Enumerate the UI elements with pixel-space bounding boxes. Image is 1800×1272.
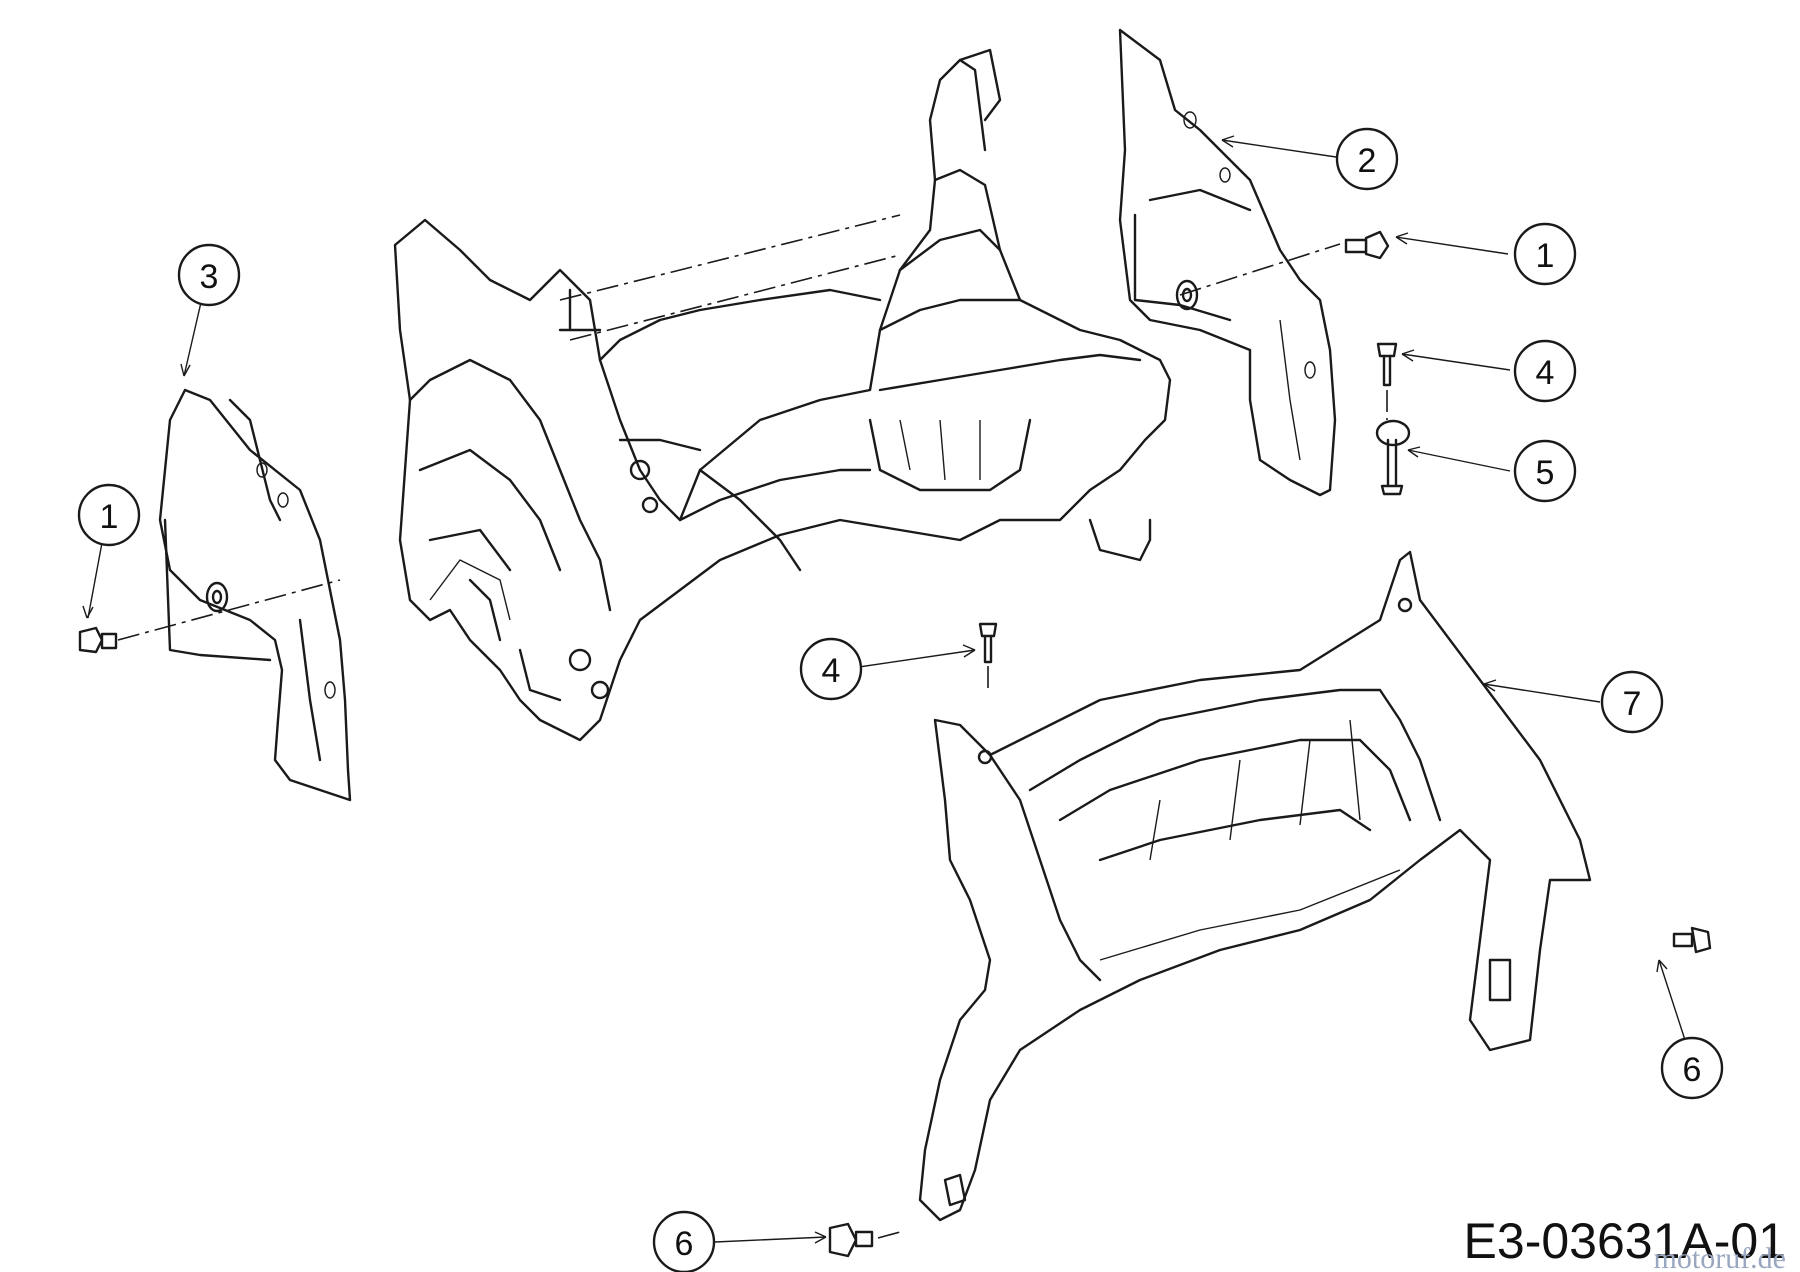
callout-6-bottom: 6: [652, 1210, 716, 1272]
callout-4-right: 4: [1513, 339, 1577, 403]
bolt-6-bottom: [828, 1222, 901, 1258]
drawing-code: E3-03631A-01: [1464, 1213, 1786, 1269]
callout-label: 1: [100, 498, 119, 536]
callout-label: 7: [1623, 685, 1642, 723]
discharge-chute: [918, 550, 1592, 1222]
callout-label: 1: [1536, 237, 1555, 275]
callout-label: 4: [822, 652, 841, 690]
axis-left: [117, 579, 341, 641]
callout-label: 6: [1683, 1051, 1702, 1089]
callout-3: 3: [177, 243, 241, 307]
screw-right: [1376, 342, 1398, 420]
bolt-6-right: [1672, 926, 1712, 954]
callout-4-centre: 4: [799, 637, 863, 701]
retaining-pin: [1375, 419, 1411, 496]
side-bracket-left: [158, 388, 352, 802]
callout-label: 3: [200, 258, 219, 296]
callout-label: 2: [1358, 142, 1377, 180]
leader-lines: [82, 135, 1686, 1244]
axis-right: [1179, 243, 1341, 296]
side-bracket-right: [1118, 28, 1337, 497]
callout-label: 5: [1536, 454, 1555, 492]
screw-centre: [978, 622, 998, 690]
callout-5: 5: [1513, 439, 1577, 503]
callout-1-right: 1: [1513, 222, 1577, 286]
bolt-right: [1344, 230, 1390, 260]
bolt-left: [78, 626, 118, 654]
callout-2: 2: [1335, 127, 1399, 191]
callout-6-right: 6: [1660, 1036, 1724, 1100]
callout-label: 6: [675, 1225, 694, 1263]
callout-1-left: 1: [77, 483, 141, 547]
watermark: motoruf.de: [1654, 1242, 1786, 1272]
callout-7: 7: [1600, 670, 1664, 734]
callout-label: 4: [1536, 354, 1555, 392]
housing-frame: [393, 48, 1172, 742]
